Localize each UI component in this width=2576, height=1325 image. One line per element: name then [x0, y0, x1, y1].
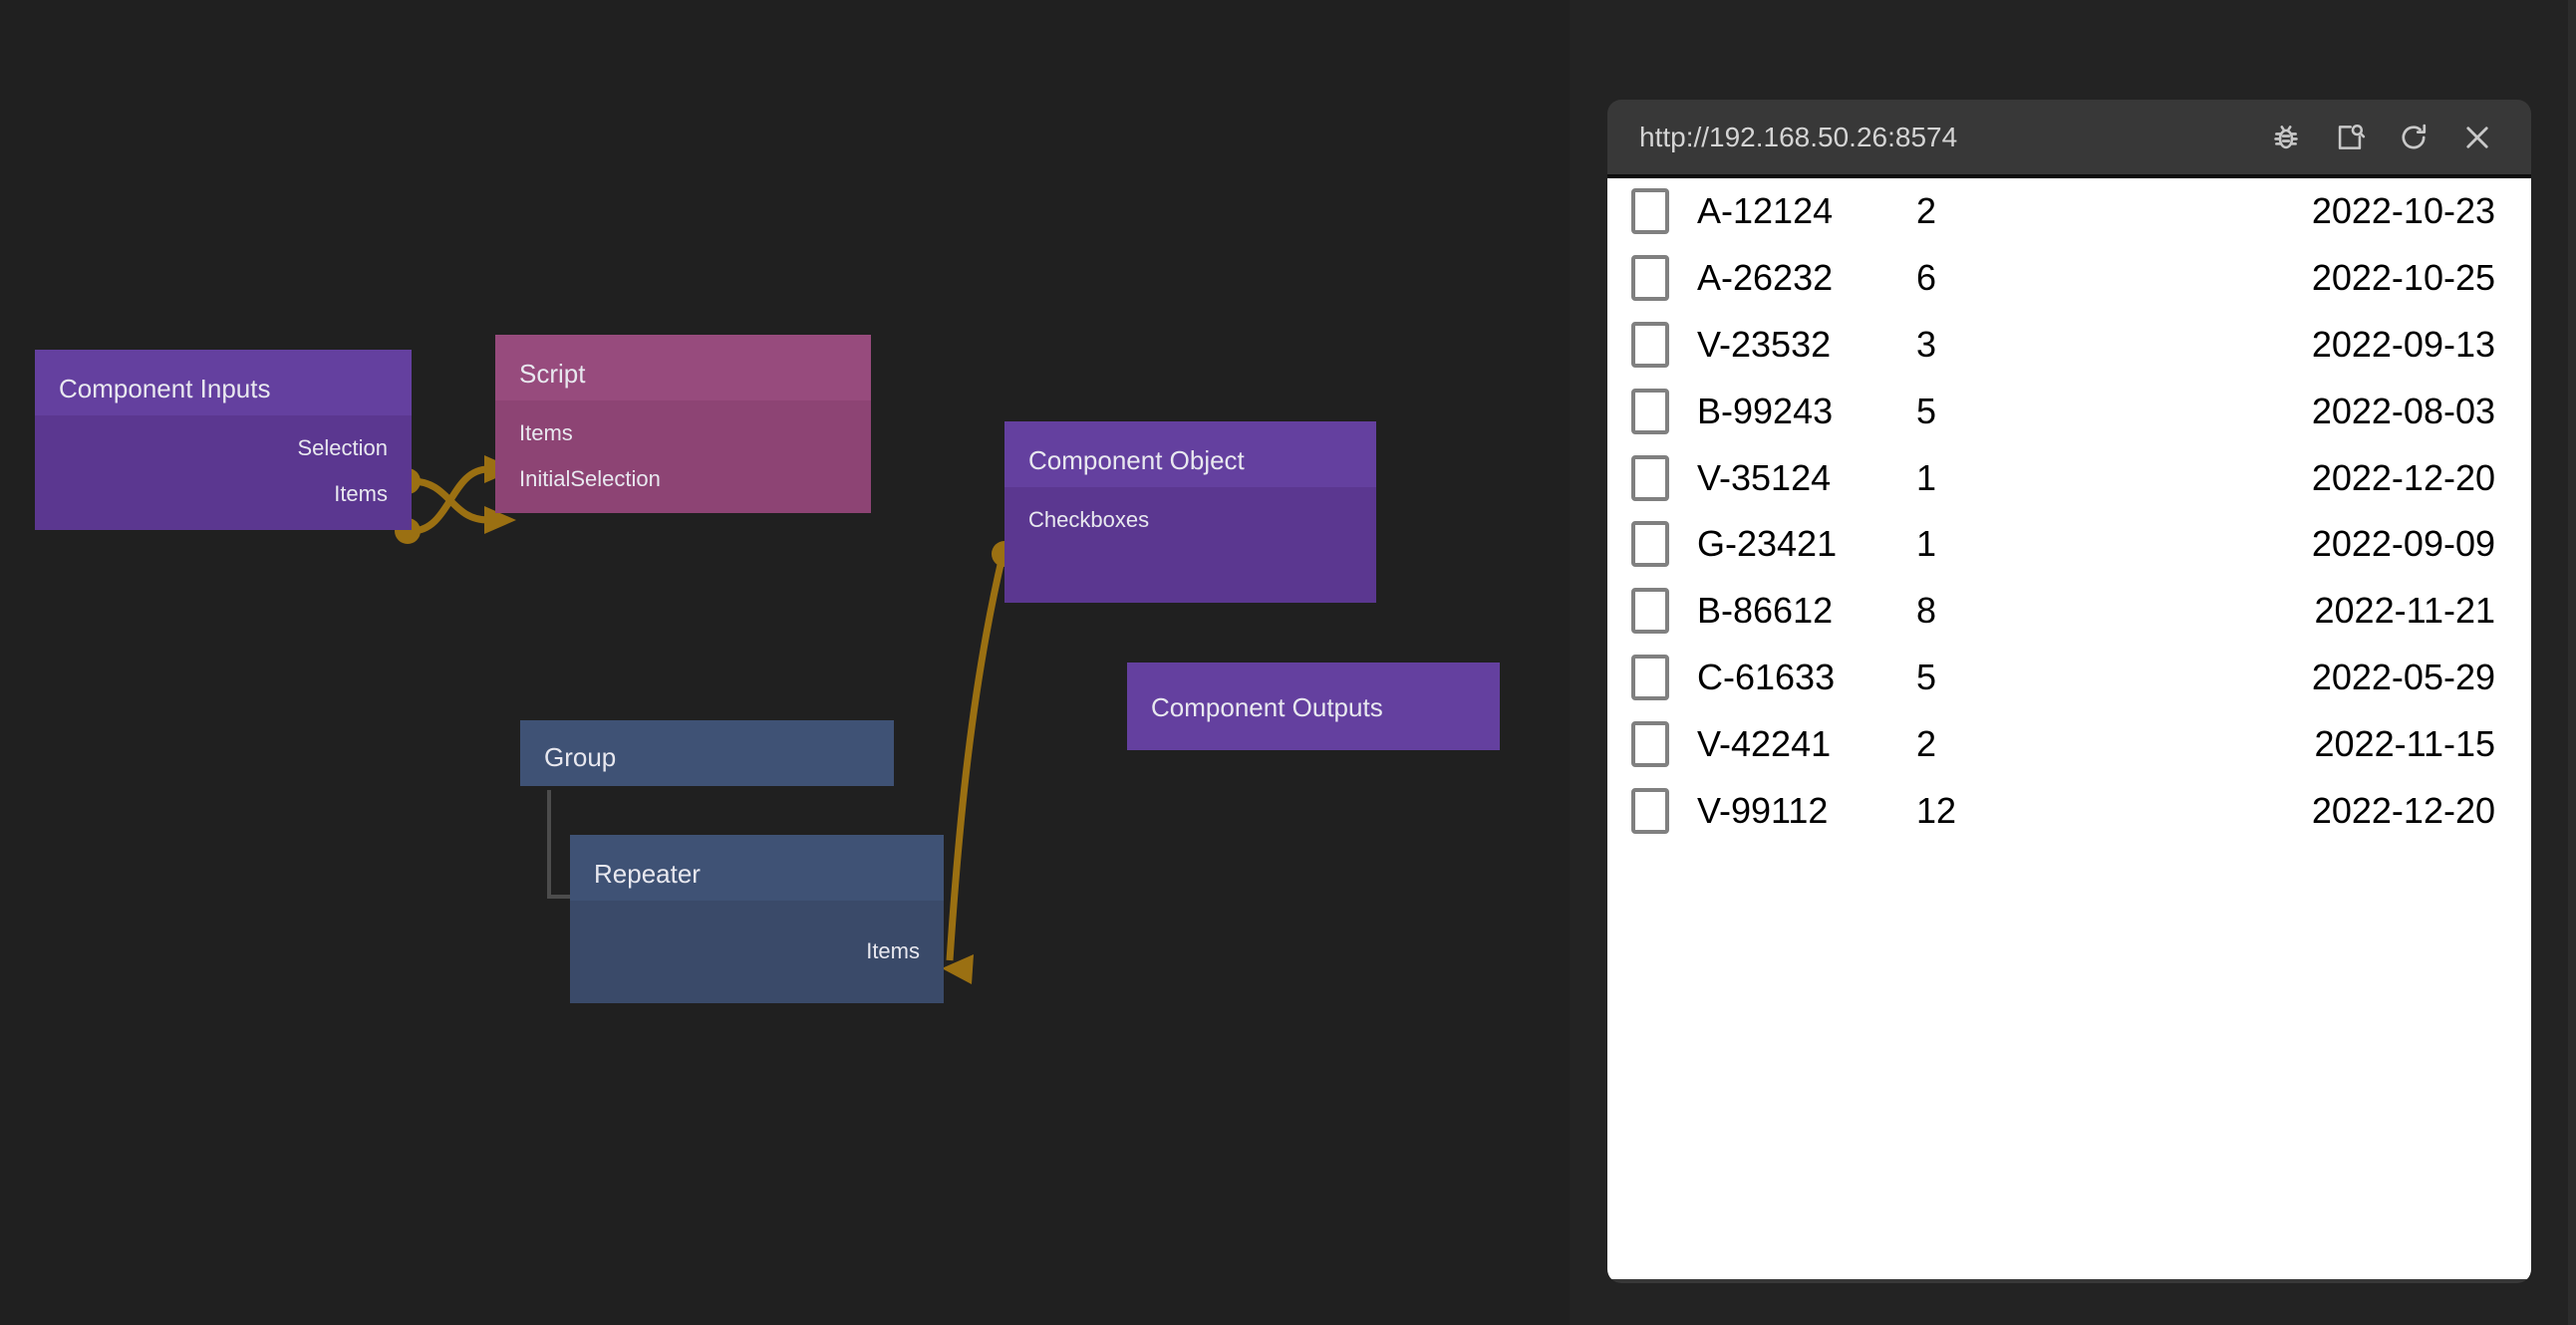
node-ports: Checkboxes: [1004, 487, 1376, 603]
cell-date: 2022-10-23: [2311, 190, 2495, 232]
node-title: Component Outputs: [1127, 662, 1500, 750]
cell-quantity: 8: [1916, 590, 1937, 632]
cell-code: G-23421: [1697, 523, 1838, 565]
table-row[interactable]: V-99112 12 2022-12-20: [1607, 777, 2531, 844]
row-checkbox[interactable]: [1631, 188, 1669, 235]
row-checkbox[interactable]: [1631, 321, 1669, 368]
row-checkbox[interactable]: [1631, 454, 1669, 501]
port-label: InitialSelection: [519, 466, 661, 491]
page-inspect-icon[interactable]: [2320, 112, 2380, 163]
node-title: Script: [495, 335, 871, 400]
cell-quantity: 2: [1916, 190, 1937, 232]
link-checkboxes-to-repeater-items: [946, 555, 1006, 961]
row-checkbox[interactable]: [1631, 388, 1669, 434]
node-ports: Items: [570, 901, 944, 1003]
port-label: Selection: [297, 435, 388, 460]
cell-code: B-86612: [1697, 590, 1834, 632]
table-row[interactable]: G-23421 1 2022-09-09: [1607, 511, 2531, 578]
port-items[interactable]: Items: [495, 410, 871, 456]
cell-code: B-99243: [1697, 390, 1834, 431]
node-component-object[interactable]: Component Object Checkboxes: [1004, 421, 1376, 603]
node-repeater[interactable]: Repeater Items: [570, 835, 944, 1003]
port-label: Items: [334, 481, 388, 506]
node-ports: Items InitialSelection: [495, 400, 871, 513]
node-group[interactable]: Group: [520, 720, 894, 786]
link-items-to-items: [411, 465, 489, 535]
row-checkbox[interactable]: [1631, 588, 1669, 635]
cell-code: V-23532: [1697, 323, 1832, 365]
table-row[interactable]: V-42241 2 2022-11-15: [1607, 710, 2531, 777]
cell-date: 2022-09-09: [2311, 523, 2495, 565]
cell-date: 2022-11-15: [2314, 722, 2495, 764]
row-checkbox[interactable]: [1631, 720, 1669, 767]
cell-code: V-42241: [1697, 722, 1832, 764]
row-checkbox[interactable]: [1631, 654, 1669, 700]
table-row[interactable]: A-26232 6 2022-10-25: [1607, 245, 2531, 312]
cell-date: 2022-10-25: [2311, 257, 2495, 299]
table-row[interactable]: V-35124 1 2022-12-20: [1607, 444, 2531, 511]
node-script[interactable]: Script Items InitialSelection: [495, 335, 871, 513]
cell-date: 2022-09-13: [2311, 323, 2495, 365]
cell-code: V-99112: [1697, 789, 1829, 831]
cell-quantity: 5: [1916, 656, 1937, 697]
table-row[interactable]: A-12124 2 2022-10-23: [1607, 178, 2531, 245]
cell-date: 2022-12-20: [2311, 789, 2495, 831]
port-items[interactable]: Items: [570, 928, 944, 974]
port-label: Items: [866, 938, 920, 963]
port-label: Items: [519, 420, 573, 445]
table-row[interactable]: C-61633 5 2022-05-29: [1607, 645, 2531, 711]
node-title: Component Inputs: [35, 350, 412, 415]
cell-date: 2022-08-03: [2311, 390, 2495, 431]
cell-code: C-61633: [1697, 656, 1836, 697]
table-row[interactable]: V-23532 3 2022-09-13: [1607, 312, 2531, 379]
table-row[interactable]: B-86612 8 2022-11-21: [1607, 578, 2531, 645]
port-checkboxes[interactable]: Checkboxes: [1004, 497, 1376, 543]
bug-icon[interactable]: [2256, 112, 2316, 163]
cell-quantity: 3: [1916, 323, 1937, 365]
node-title: Repeater: [570, 835, 944, 901]
designer-canvas[interactable]: Component Inputs Selection Items Script …: [0, 0, 1570, 1325]
close-icon[interactable]: [2447, 112, 2507, 163]
node-title: Group: [520, 720, 894, 786]
node-component-outputs[interactable]: Component Outputs: [1127, 662, 1500, 750]
row-checkbox[interactable]: [1631, 255, 1669, 302]
cell-date: 2022-12-20: [2311, 456, 2495, 498]
cell-code: V-35124: [1697, 456, 1832, 498]
reload-icon[interactable]: [2384, 112, 2443, 163]
cell-quantity: 1: [1916, 456, 1937, 498]
cell-quantity: 5: [1916, 390, 1937, 431]
cell-quantity: 12: [1916, 789, 1957, 831]
cell-quantity: 1: [1916, 523, 1937, 565]
browser-preview-panel[interactable]: http://192.168.50.26:8574: [1607, 100, 2531, 1283]
port-items[interactable]: Items: [35, 471, 412, 517]
cell-quantity: 6: [1916, 257, 1937, 299]
row-checkbox[interactable]: [1631, 521, 1669, 568]
cell-date: 2022-05-29: [2311, 656, 2495, 697]
port-selection[interactable]: Selection: [35, 425, 412, 471]
url-display[interactable]: http://192.168.50.26:8574: [1639, 121, 1958, 152]
node-component-inputs[interactable]: Component Inputs Selection Items: [35, 350, 412, 530]
cell-quantity: 2: [1916, 722, 1937, 764]
node-title: Component Object: [1004, 421, 1376, 487]
cell-date: 2022-11-21: [2314, 590, 2495, 632]
cell-code: A-26232: [1697, 257, 1834, 299]
link-selection-to-initialselection: [411, 477, 489, 524]
group-child-connector: [547, 790, 575, 899]
node-ports: Selection Items: [35, 415, 412, 530]
cell-code: A-12124: [1697, 190, 1834, 232]
window-right-strip: [2568, 0, 2576, 1325]
table-row[interactable]: B-99243 5 2022-08-03: [1607, 378, 2531, 444]
port-initialselection[interactable]: InitialSelection: [495, 456, 871, 502]
arrowhead-repeater-items: [942, 954, 974, 984]
browser-toolbar: http://192.168.50.26:8574: [1607, 100, 2531, 178]
port-label: Checkboxes: [1028, 507, 1150, 532]
row-checkbox[interactable]: [1631, 787, 1669, 834]
